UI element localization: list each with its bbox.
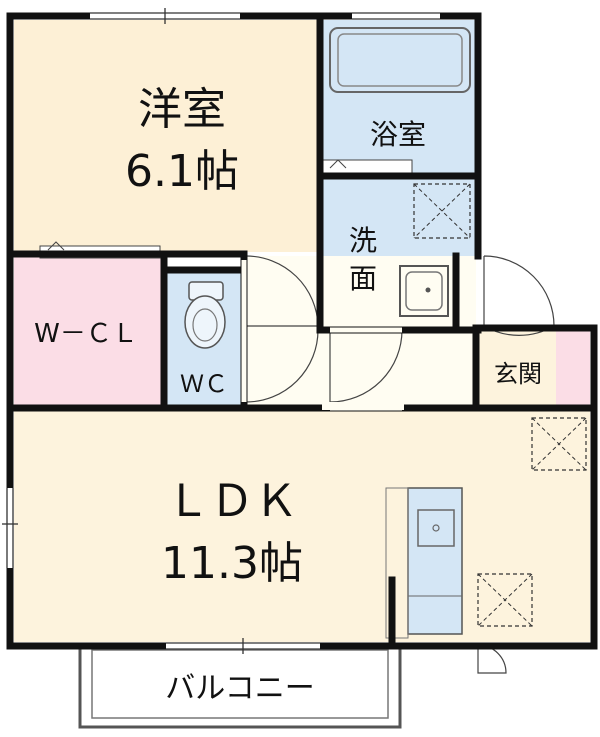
western-room-floor <box>14 20 320 252</box>
closet-label: W－ＣＬ <box>34 319 138 349</box>
western-room-size: 6.1帖 <box>125 146 239 197</box>
ldk-size: 11.3帖 <box>161 538 303 589</box>
entrance-floor <box>476 330 556 406</box>
toilet-label: ＷＣ <box>180 370 228 398</box>
shoe-box <box>556 330 590 406</box>
balcony <box>78 643 402 729</box>
bathroom-floor <box>320 20 475 175</box>
washroom-label-1: 洗 <box>349 224 377 257</box>
vent-icon <box>477 573 533 627</box>
vent-icon <box>531 417 587 471</box>
ldk-name: ＬＤＫ <box>166 476 298 527</box>
bathtub-icon <box>329 27 471 93</box>
kitchen-counter <box>385 487 463 639</box>
entrance-label: 玄関 <box>494 360 542 388</box>
washroom-label-2: 面 <box>349 262 377 295</box>
ldk-floor <box>14 410 590 642</box>
hall-ldk-opening <box>322 402 404 410</box>
western-room-name: 洋室 <box>138 84 226 135</box>
closet-floor <box>14 256 162 406</box>
toilet-icon <box>184 281 226 349</box>
window-frames <box>2 8 440 654</box>
vent-icon <box>413 183 471 239</box>
washbasin-icon <box>399 265 449 317</box>
balcony-label: バルコニー <box>165 671 314 706</box>
bathroom-door <box>321 159 413 175</box>
bathroom-label: 浴室 <box>370 118 426 151</box>
